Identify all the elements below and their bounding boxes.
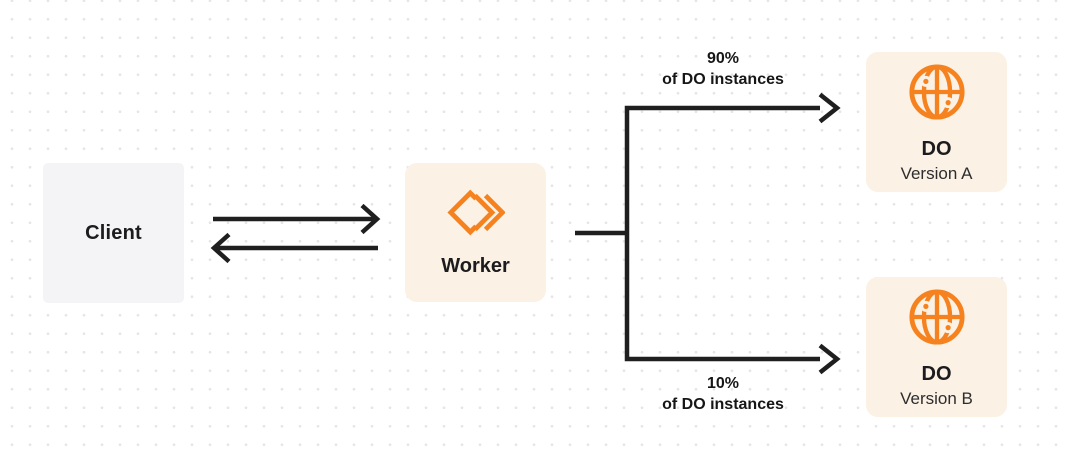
- branch-label-10: 10% of DO instances: [627, 374, 819, 415]
- worker-to-client-arrowhead-icon: [210, 232, 231, 264]
- do-version-b-node: DO Version B: [866, 277, 1007, 417]
- client-label: Client: [85, 221, 142, 244]
- arrow-to-version-a-head-icon: [818, 92, 841, 124]
- do-b-subtitle: Version B: [900, 389, 973, 408]
- worker-split-connector: [575, 105, 820, 362]
- branch-label-90: 90% of DO instances: [627, 49, 819, 90]
- globe-icon: [908, 288, 966, 346]
- globe-icon: [908, 63, 966, 121]
- workers-chevrons-icon: [446, 184, 506, 241]
- do-a-title: DO: [921, 138, 952, 160]
- do-version-a-node: DO Version A: [866, 52, 1007, 192]
- branch-10-caption: of DO instances: [662, 395, 784, 413]
- worker-node: Worker: [405, 163, 546, 302]
- branch-90-caption: of DO instances: [662, 70, 784, 88]
- arrow-to-version-b-head-icon: [818, 343, 841, 375]
- worker-label: Worker: [441, 255, 510, 277]
- branch-90-percent: 90%: [706, 50, 740, 67]
- client-to-worker-arrowhead-icon: [360, 203, 381, 235]
- do-b-title: DO: [921, 363, 952, 385]
- branch-10-percent: 10%: [706, 375, 740, 392]
- client-node: Client: [43, 163, 184, 303]
- do-a-subtitle: Version A: [900, 164, 973, 183]
